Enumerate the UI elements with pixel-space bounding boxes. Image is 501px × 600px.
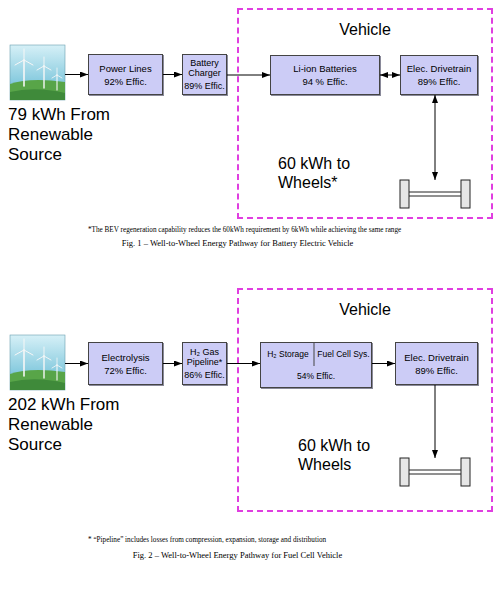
figure-caption: Fig. 2 – Well-to-Wheel Energy Pathway fo…: [30, 551, 445, 560]
process-box: H₂ StorageFuel Cell Sys. 54% Effic.: [260, 342, 372, 388]
box-title: Fuel Cell Sys.: [316, 349, 371, 359]
wheels: 60 kWh to Wheels*: [400, 180, 470, 208]
footnote: *The BEV regeneration capability reduces…: [88, 227, 488, 235]
flow-arrow: [380, 75, 400, 76]
turbine-blades: [37, 57, 51, 70]
group-title: Vehicle: [239, 300, 491, 319]
efficiency-value: 89% Effic.: [184, 81, 224, 92]
box-title: H₂ Storage: [262, 349, 314, 359]
connector-layer: [65, 75, 435, 459]
axle-line: [409, 192, 461, 193]
turbine-tower: [56, 75, 57, 90]
wind-turbine-picture: [10, 45, 65, 100]
box-title: Li-ion Batteries: [293, 63, 356, 74]
process-box: Electrolysis 72% Effic.: [88, 342, 163, 385]
box-title: H₂ Gas Pipeline*: [184, 347, 225, 368]
source-energy: 79 kWh From Renewable Source: [8, 105, 133, 165]
process-box: H₂ Gas Pipeline* 86% Effic.: [182, 342, 227, 385]
flow-arrow: [65, 363, 88, 364]
ground: [10, 89, 65, 100]
turbine-blades: [52, 68, 62, 78]
sky: [10, 45, 65, 100]
process-box: Li-ion Batteries 94 % Effic.: [270, 55, 380, 95]
box-title: Elec. Drivetrain: [404, 352, 468, 363]
efficiency-value: 89% Effic.: [418, 76, 461, 87]
flow-arrow: [163, 363, 182, 364]
vehicle-boundary: VehicleLi-ion Batteries 94 % Effic. Elec. …: [237, 8, 493, 219]
turbine-blades: [15, 49, 33, 65]
box-title: Elec. Drivetrain: [407, 63, 471, 74]
energy-source: 79 kWh From Renewable Source: [10, 45, 65, 100]
tire: [461, 180, 470, 208]
efficiency-value: 86% Effic.: [184, 370, 224, 381]
process-box: Elec. Drivetrain 89% Effic.: [400, 55, 478, 95]
efficiency-value: 92% Effic.: [104, 76, 147, 87]
flow-arrow: [163, 74, 182, 75]
process-box: Power Lines 92% Effic.: [88, 54, 163, 95]
flow-arrow: [227, 75, 270, 76]
source-energy: 202 kWh From Renewable Source: [8, 395, 133, 455]
energy-source: 202 kWh From Renewable Source: [10, 335, 65, 390]
box-title: Power Lines: [99, 63, 151, 74]
turbine-tower: [23, 60, 25, 86]
efficiency-value: 89% Effic.: [415, 365, 458, 376]
box-divider: [314, 342, 315, 366]
flow-arrow: [227, 363, 260, 364]
wheel-energy: 60 kWh to Wheels: [298, 436, 386, 474]
flow-arrow: [435, 95, 436, 180]
box-title: Electrolysis: [101, 352, 149, 363]
flow-arrow: [435, 385, 436, 458]
wheel-axle-symbol: [400, 180, 470, 208]
process-box: Elec. Drivetrain 89% Effic.: [395, 342, 478, 385]
wind-turbine-picture: [10, 335, 65, 390]
efficiency-value: 54% Effic.: [261, 371, 371, 381]
box-title: Battery Charger: [184, 58, 225, 79]
flow-arrow: [65, 74, 88, 75]
axle-line: [409, 196, 461, 197]
flow-arrow: [372, 363, 395, 364]
process-box: Battery Charger 89% Effic.: [182, 54, 227, 95]
wheels: 60 kWh to Wheels: [400, 458, 470, 486]
group-title: Vehicle: [239, 20, 491, 39]
ground: [10, 80, 65, 100]
wheel-axle-symbol: [400, 458, 470, 486]
efficiency-value: 94 % Effic.: [302, 76, 347, 87]
tire: [400, 180, 409, 208]
turbines: [15, 49, 62, 90]
turbine-tower: [43, 66, 44, 88]
footnote: * “Pipeline” includes losses from compre…: [88, 537, 488, 545]
figure-caption: Fig. 1 – Well-to-Wheel Energy Pathway fo…: [30, 239, 445, 248]
efficiency-value: 72% Effic.: [104, 365, 147, 376]
vehicle-boundary: Vehicle H₂ StorageFuel Cell Sys. 54% Effic…: [237, 288, 493, 512]
wheel-energy: 60 kWh to Wheels*: [278, 154, 366, 192]
